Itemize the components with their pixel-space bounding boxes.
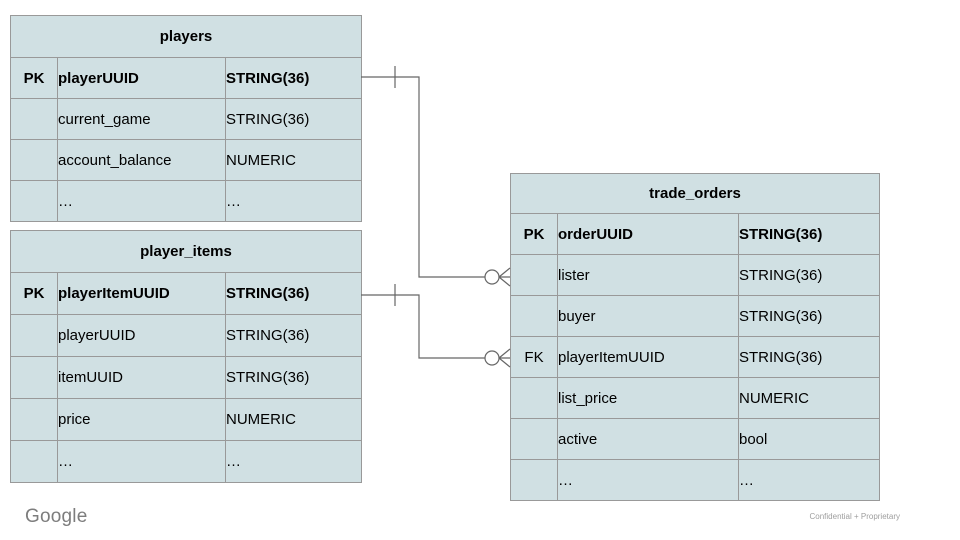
field-type: STRING(36) (738, 295, 880, 337)
field-name: buyer (557, 295, 739, 337)
field-name: … (57, 180, 226, 222)
key-cell (510, 377, 558, 419)
key-cell: PK (10, 57, 58, 99)
key-cell: PK (510, 213, 558, 255)
field-type: … (738, 459, 880, 501)
field-name: … (57, 440, 226, 483)
zero-circle-icon (484, 269, 500, 285)
field-type: NUMERIC (738, 377, 880, 419)
confidentiality-notice: Confidential + Proprietary (809, 512, 901, 521)
table-title: player_items (9, 230, 363, 273)
crows-foot-icon (498, 267, 511, 287)
table-row: playerUUID STRING(36) (10, 314, 363, 357)
field-name: playerItemUUID (57, 272, 226, 315)
key-cell (10, 180, 58, 222)
table-row: FK playerItemUUID STRING(36) (510, 336, 880, 378)
table-row: account_balance NUMERIC (10, 139, 363, 181)
table-row: PK playerUUID STRING(36) (10, 57, 363, 99)
table-row: itemUUID STRING(36) (10, 356, 363, 399)
key-cell (510, 459, 558, 501)
field-type: STRING(36) (224, 57, 363, 99)
key-cell (10, 398, 58, 441)
field-name: active (557, 418, 739, 460)
field-name: playerUUID (57, 314, 226, 357)
table-row: buyer STRING(36) (510, 295, 880, 337)
table-row: … … (10, 440, 363, 483)
key-cell (10, 98, 58, 140)
key-cell (10, 314, 58, 357)
field-type: … (224, 180, 363, 222)
table-row: price NUMERIC (10, 398, 363, 441)
key-cell (510, 295, 558, 337)
field-type: NUMERIC (224, 398, 363, 441)
field-type: NUMERIC (224, 139, 363, 181)
relationship-line (361, 76, 485, 278)
field-name: lister (557, 254, 739, 296)
table-row: PK orderUUID STRING(36) (510, 213, 880, 255)
relationship-players-to-trade-orders (361, 66, 511, 287)
key-cell: PK (10, 272, 58, 315)
field-type: STRING(36) (224, 356, 363, 399)
field-name: … (557, 459, 739, 501)
field-name: list_price (557, 377, 739, 419)
key-cell (10, 139, 58, 181)
field-name: current_game (57, 98, 226, 140)
table-row: PK playerItemUUID STRING(36) (10, 272, 363, 315)
field-type: STRING(36) (738, 254, 880, 296)
key-cell (10, 440, 58, 483)
table-title: trade_orders (510, 173, 880, 214)
field-name: playerUUID (57, 57, 226, 99)
field-name: account_balance (57, 139, 226, 181)
crows-foot-icon (498, 348, 511, 368)
key-cell (510, 254, 558, 296)
field-type: STRING(36) (738, 213, 880, 255)
field-type: bool (738, 418, 880, 460)
table-row: list_price NUMERIC (510, 377, 880, 419)
google-logo: Google (25, 506, 88, 527)
relationship-line (361, 294, 485, 359)
field-type: … (224, 440, 363, 483)
field-name: itemUUID (57, 356, 226, 399)
table-row: active bool (510, 418, 880, 460)
table-title: players (9, 15, 363, 58)
zero-circle-icon (484, 350, 500, 366)
field-type: STRING(36) (224, 314, 363, 357)
key-cell (10, 356, 58, 399)
field-name: orderUUID (557, 213, 739, 255)
table-row: … … (510, 459, 880, 501)
er-table-player-items: player_items PK playerItemUUID STRING(36… (9, 230, 363, 483)
field-type: STRING(36) (224, 272, 363, 315)
key-cell: FK (510, 336, 558, 378)
key-cell (510, 418, 558, 460)
table-row: current_game STRING(36) (10, 98, 363, 140)
table-row: lister STRING(36) (510, 254, 880, 296)
field-type: STRING(36) (224, 98, 363, 140)
er-table-trade-orders: trade_orders PK orderUUID STRING(36) lis… (510, 173, 880, 501)
relationship-player-items-to-trade-orders (361, 284, 511, 368)
field-name: playerItemUUID (557, 336, 739, 378)
er-table-players: players PK playerUUID STRING(36) current… (9, 15, 363, 222)
table-row: … … (10, 180, 363, 222)
field-type: STRING(36) (738, 336, 880, 378)
field-name: price (57, 398, 226, 441)
